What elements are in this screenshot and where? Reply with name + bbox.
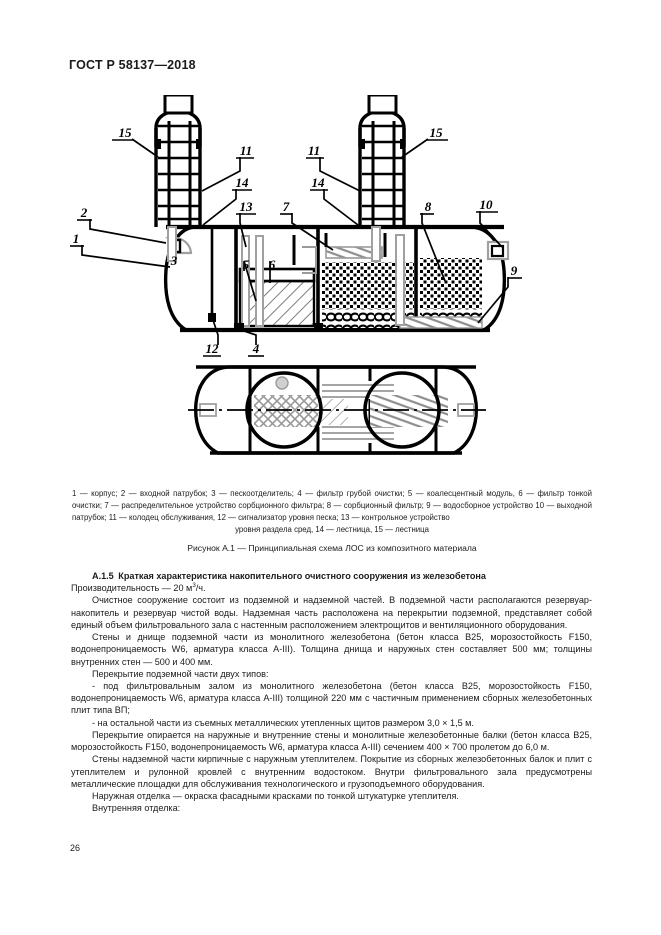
media-interface-control-device — [302, 246, 317, 274]
callout-7: 7 — [283, 199, 290, 214]
plan-sorption-block — [370, 395, 448, 427]
callout-3: 3 — [170, 253, 178, 268]
callout-numbers: 15 15 11 11 14 14 13 7 2 1 8 10 9 3 5 6 — [73, 125, 518, 356]
paragraph-7: Стены надземной части кирпичные с наружн… — [71, 754, 592, 789]
callout-4: 4 — [252, 341, 260, 356]
callout-14-left: 14 — [236, 175, 250, 190]
capacity-superscript: 3 — [192, 582, 196, 590]
figure-caption: Рисунок А.1 — Принципиальная схема ЛОС и… — [187, 543, 477, 553]
section-heading: А.1.5 Краткая характеристика накопительн… — [71, 570, 592, 582]
sorption-media-right — [420, 258, 482, 309]
plan-filter-block — [318, 395, 348, 427]
manhole-downpipe-right — [371, 226, 381, 262]
callout-15-right: 15 — [430, 125, 444, 140]
figure-a1-drawing: 15 15 11 11 14 14 13 7 2 1 8 10 9 3 5 6 — [70, 95, 522, 455]
paragraph-1: Очистное сооружение состоит из подземной… — [71, 595, 592, 630]
callout-1: 1 — [73, 231, 80, 246]
figure-legend-body: 1 — корпус; 2 — входной патрубок; 3 — пе… — [72, 489, 592, 523]
callout-6: 6 — [269, 257, 276, 272]
figure-plan-view — [188, 365, 486, 455]
callout-9: 9 — [511, 263, 518, 278]
riser-pipe-left-2 — [255, 235, 264, 327]
plan-vent-port — [275, 376, 289, 390]
hatch-mark-left-b — [196, 139, 200, 149]
standard-header: ГОСТ Р 58137—2018 — [69, 58, 196, 72]
callout-leader-lines — [81, 138, 509, 345]
manhole-neck-right — [367, 95, 398, 115]
callout-10: 10 — [480, 197, 494, 212]
paragraph-2: Стены и днище подземной части из монолит… — [71, 632, 592, 667]
callout-5: 5 — [243, 257, 250, 272]
water-collection-device — [399, 316, 483, 329]
coalescent-module-block — [238, 279, 316, 328]
figure-legend: 1 — корпус; 2 — входной патрубок; 3 — пе… — [72, 488, 592, 536]
section-heading-title: Краткая характеристика накопительного оч… — [118, 571, 486, 581]
paragraph-3: Перекрытие подземной части двух типов: — [92, 668, 269, 679]
riser-pipe-left — [241, 235, 250, 327]
paragraph-4-bullet: - под фильтровальным залом из монолитног… — [71, 680, 592, 716]
callout-15-left: 15 — [119, 125, 133, 140]
ladder-rungs-right — [362, 124, 404, 221]
callout-12: 12 — [206, 341, 220, 356]
service-manhole-left — [154, 95, 202, 262]
section-body: А.1.5 Краткая характеристика накопительн… — [71, 570, 592, 814]
callout-underlines — [70, 139, 522, 357]
paragraph-5-bullet: - на остальной части из съемных металлич… — [92, 717, 474, 728]
manhole-neck-left — [163, 95, 194, 115]
callout-11-left: 11 — [240, 143, 252, 158]
paragraph-6: Перекрытие опирается на наружные и внутр… — [71, 729, 592, 753]
paragraph-9: Внутренняя отделка: — [92, 803, 181, 814]
capacity-prefix: Производительность — 20 м — [71, 583, 193, 594]
outlet-nozzle-flange — [490, 244, 505, 258]
callout-8: 8 — [425, 199, 432, 214]
paragraph-8: Наружная отделка — окраска фасадными кра… — [92, 790, 459, 801]
plan-coalescent-block — [254, 395, 318, 427]
service-manhole-right — [358, 95, 406, 262]
figure-section-view: 15 15 11 11 14 14 13 7 2 1 8 10 9 3 5 6 — [70, 95, 522, 357]
page-number: 26 — [70, 843, 81, 853]
distributor-device — [325, 246, 383, 259]
section-heading-number: А.1.5 — [92, 571, 114, 581]
callout-2: 2 — [80, 205, 88, 220]
hatch-mark-right-a — [361, 139, 365, 149]
callout-13: 13 — [240, 199, 254, 214]
callout-11-right: 11 — [308, 143, 320, 158]
callout-14-right: 14 — [312, 175, 326, 190]
manhole-downpipe-left — [167, 226, 177, 262]
ladder-rungs-left — [158, 124, 200, 221]
riser-pipe-right — [395, 234, 405, 326]
floor-foot-1 — [234, 323, 244, 331]
capacity-suffix: /ч. — [195, 583, 206, 594]
capacity-line: Производительность — 20 м3/ч. — [71, 582, 592, 594]
support-layer-left — [322, 309, 414, 328]
floor-foot-2 — [314, 323, 323, 331]
hatch-mark-left-a — [157, 139, 161, 149]
figure-a1: 15 15 11 11 14 14 13 7 2 1 8 10 9 3 5 6 — [70, 95, 595, 480]
hatch-mark-right-b — [400, 139, 404, 149]
figure-legend-last-line: уровня раздела сред, 14 — лестница, 15 —… — [235, 525, 429, 535]
coarse-filter-top-plate — [238, 267, 316, 283]
